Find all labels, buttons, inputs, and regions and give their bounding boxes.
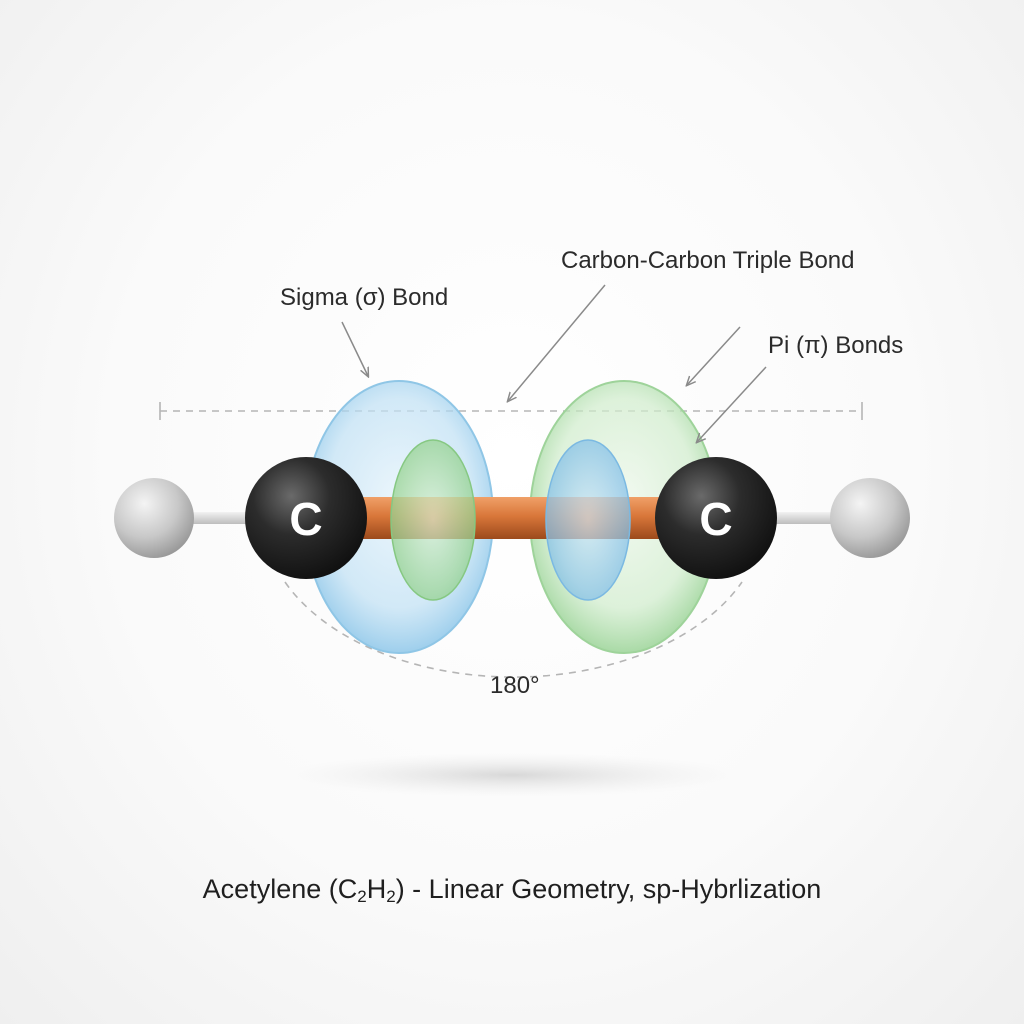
- axis-guide-line: [159, 402, 863, 420]
- carbon-right-symbol: C: [699, 493, 732, 545]
- carbon-atom-right: C: [655, 457, 777, 579]
- caption-subscript-c: 2: [357, 887, 367, 906]
- sigma-leader-arrow: [341, 321, 368, 376]
- caption-subscript-h: 2: [386, 887, 396, 906]
- h-c-bond-right: [768, 512, 838, 524]
- caption-prefix: Acetylene (C: [202, 874, 358, 904]
- inner-lobe-blue: [545, 439, 631, 601]
- leader-arrows: [341, 284, 767, 442]
- carbon-atom-left: C: [245, 457, 367, 579]
- triple-leader-arrow: [508, 284, 606, 401]
- caption-suffix: ) - Linear Geometry, sp-Hybrlization: [395, 874, 822, 904]
- angle-arc: [284, 581, 743, 678]
- pi-leader-arrow-upper: [687, 326, 741, 385]
- pi-leader-arrow-lower: [697, 366, 767, 442]
- diagram-caption: Acetylene (C2H2) - Linear Geometry, sp-H…: [0, 874, 1024, 907]
- carbon-left-symbol: C: [289, 493, 322, 545]
- angle-label: 180°: [490, 672, 540, 699]
- sigma-bond-label: Sigma (σ) Bond: [280, 284, 448, 311]
- triple-bond-label: Carbon-Carbon Triple Bond: [561, 247, 855, 274]
- inner-lobe-green: [390, 439, 476, 601]
- pi-bonds-label: Pi (π) Bonds: [768, 332, 903, 359]
- hydrogen-atom-right: [830, 478, 910, 558]
- floor-shadow: [282, 753, 742, 797]
- h-c-bond-left: [186, 512, 256, 524]
- caption-h: H: [366, 874, 387, 904]
- hydrogen-atom-left: [114, 478, 194, 558]
